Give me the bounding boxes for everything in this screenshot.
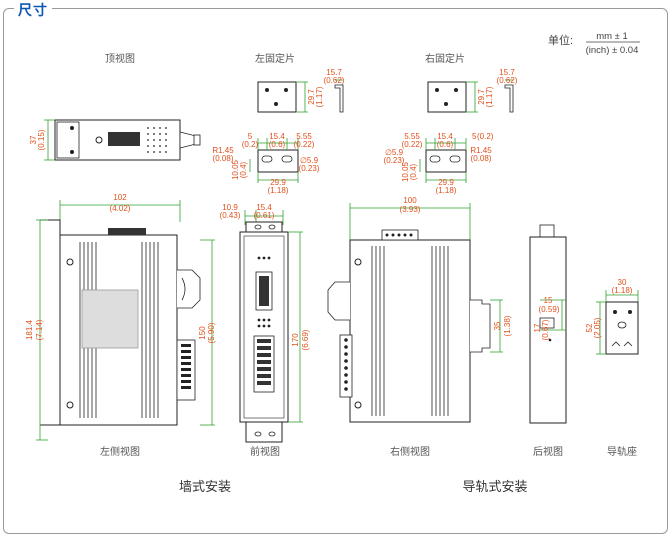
dim-102-inch: (4.02) [110, 204, 131, 213]
dim-l-5-inch: (0.2) [242, 140, 259, 149]
dim-r-5-55-inch: (0.22) [402, 140, 423, 149]
dim-10-9-inch: (0.43) [220, 211, 241, 220]
dim-52-inch: (2.05) [593, 317, 602, 338]
label-din-mount: 导轨式安装 [462, 479, 527, 494]
right-bracket-detail-drawing [419, 138, 467, 183]
dim-15-inch: (0.59) [539, 305, 560, 314]
dim-r-10-05-inch: (0.4) [409, 163, 418, 180]
dim-l-r1-45-inch: (0.08) [213, 154, 234, 163]
dim-r-5: 5 [472, 132, 477, 141]
dim-r-r1-45-inch: (0.08) [471, 154, 492, 163]
dim-29-7-left: 29.7 [307, 89, 316, 105]
dim-r-29-9: 29.9 [438, 178, 454, 187]
label-top-view: 顶视图 [105, 52, 135, 65]
dim-r-5-55: 5.55 [404, 132, 420, 141]
front-view-drawing [239, 210, 303, 443]
dim-l-r1-45: R1.45 [212, 146, 234, 155]
title-tag: 尺寸 [14, 0, 52, 20]
dim-10-9: 10.9 [222, 203, 238, 212]
dim-15-7-left-inch: (0.62) [324, 76, 345, 85]
dim-r-15-4: 15.4 [437, 132, 453, 141]
unit-inch: (inch) ± 0.04 [586, 45, 639, 56]
label-left-side-view: 左侧视图 [100, 445, 140, 458]
dim-181-4-inch: (7.14) [35, 319, 44, 340]
top-view-drawing [44, 119, 201, 161]
dim-35: 35 [493, 321, 502, 330]
dim-15-7-left: 15.7 [326, 68, 342, 77]
dim-l-o5-9-inch: (0.23) [299, 164, 320, 173]
label-front-view: 前视图 [250, 445, 280, 458]
dim-102: 102 [113, 193, 127, 202]
dim-l-5: 5 [248, 132, 253, 141]
dim-15: 15 [544, 296, 553, 305]
label-din-rail: 导轨座 [607, 445, 637, 458]
dim-150: 150 [198, 326, 207, 340]
dim-r-r1-45: R1.45 [470, 146, 492, 155]
dim-35-inch: (1.38) [503, 315, 512, 336]
dim-181-4: 181.4 [25, 319, 34, 340]
dim-170-inch: (6.69) [301, 329, 310, 350]
label-rear-view: 后视图 [533, 445, 563, 458]
dim-l-10-05: 10.05 [231, 159, 240, 180]
left-bracket-drawing [257, 79, 344, 113]
dim-15-7-right: 15.7 [499, 68, 515, 77]
dim-r-15-4-inch: (0.6) [437, 140, 454, 149]
label-wall-mount: 墙式安装 [179, 479, 231, 494]
label-right-side-view: 右侧视图 [390, 445, 430, 458]
dim-29-7-right: 29.7 [477, 89, 486, 105]
section-title: 尺寸 [18, 2, 48, 18]
unit-label: 单位: [548, 33, 573, 47]
dim-150-inch: (5.90) [207, 322, 216, 343]
dim-15-4-front-inch: (0.61) [254, 211, 275, 220]
dim-r-o5-9: ∅5.9 [385, 148, 404, 157]
dim-l-o5-9: ∅5.9 [300, 156, 319, 165]
dim-29-7-right-inch: (1.17) [485, 86, 494, 107]
dim-17: 17 [533, 323, 542, 332]
dim-l-5-55-inch: (0.22) [294, 140, 315, 149]
dim-100: 100 [403, 196, 417, 205]
dimensions-frame [3, 8, 668, 534]
dim-29-7-left-inch: (1.17) [315, 86, 324, 107]
dim-l-29-9: 29.9 [270, 178, 286, 187]
din-rail-mount-drawing [596, 290, 639, 355]
dim-l-15-4: 15.4 [269, 132, 285, 141]
dim-15-7-right-inch: (0.62) [497, 76, 518, 85]
dim-r-29-9-inch: (1.18) [436, 186, 457, 195]
dim-17-inch: (0.67) [541, 319, 550, 340]
dim-52: 52 [585, 323, 594, 332]
dim-37-inch: (0.15) [37, 129, 46, 150]
dim-r-5-inch: (0.2) [477, 132, 494, 141]
unit-mm: mm ± 1 [596, 31, 628, 42]
dim-l-5-55: 5.55 [296, 132, 312, 141]
dim-15-4-front: 15.4 [256, 203, 272, 212]
left-bracket-detail-drawing [249, 138, 299, 183]
dim-r-o5-9-inch: (0.23) [384, 156, 405, 165]
dim-30-inch: (1.18) [612, 286, 633, 295]
dim-170: 170 [291, 333, 300, 347]
dim-l-10-05-inch: (0.4) [239, 161, 248, 178]
dim-r-10-05: 10.05 [401, 161, 410, 182]
right-bracket-drawing [427, 79, 514, 113]
label-right-bracket: 右固定片 [425, 52, 465, 65]
dim-l-15-4-inch: (0.6) [269, 140, 286, 149]
right-side-view-drawing [327, 203, 503, 423]
rear-view-drawing [529, 224, 567, 424]
dim-100-inch: (3.93) [400, 205, 421, 214]
dim-l-29-9-inch: (1.18) [268, 186, 289, 195]
dim-37: 37 [29, 135, 38, 144]
label-left-bracket: 左固定片 [255, 52, 295, 65]
dim-30: 30 [618, 278, 627, 287]
left-side-view-drawing [36, 200, 215, 441]
